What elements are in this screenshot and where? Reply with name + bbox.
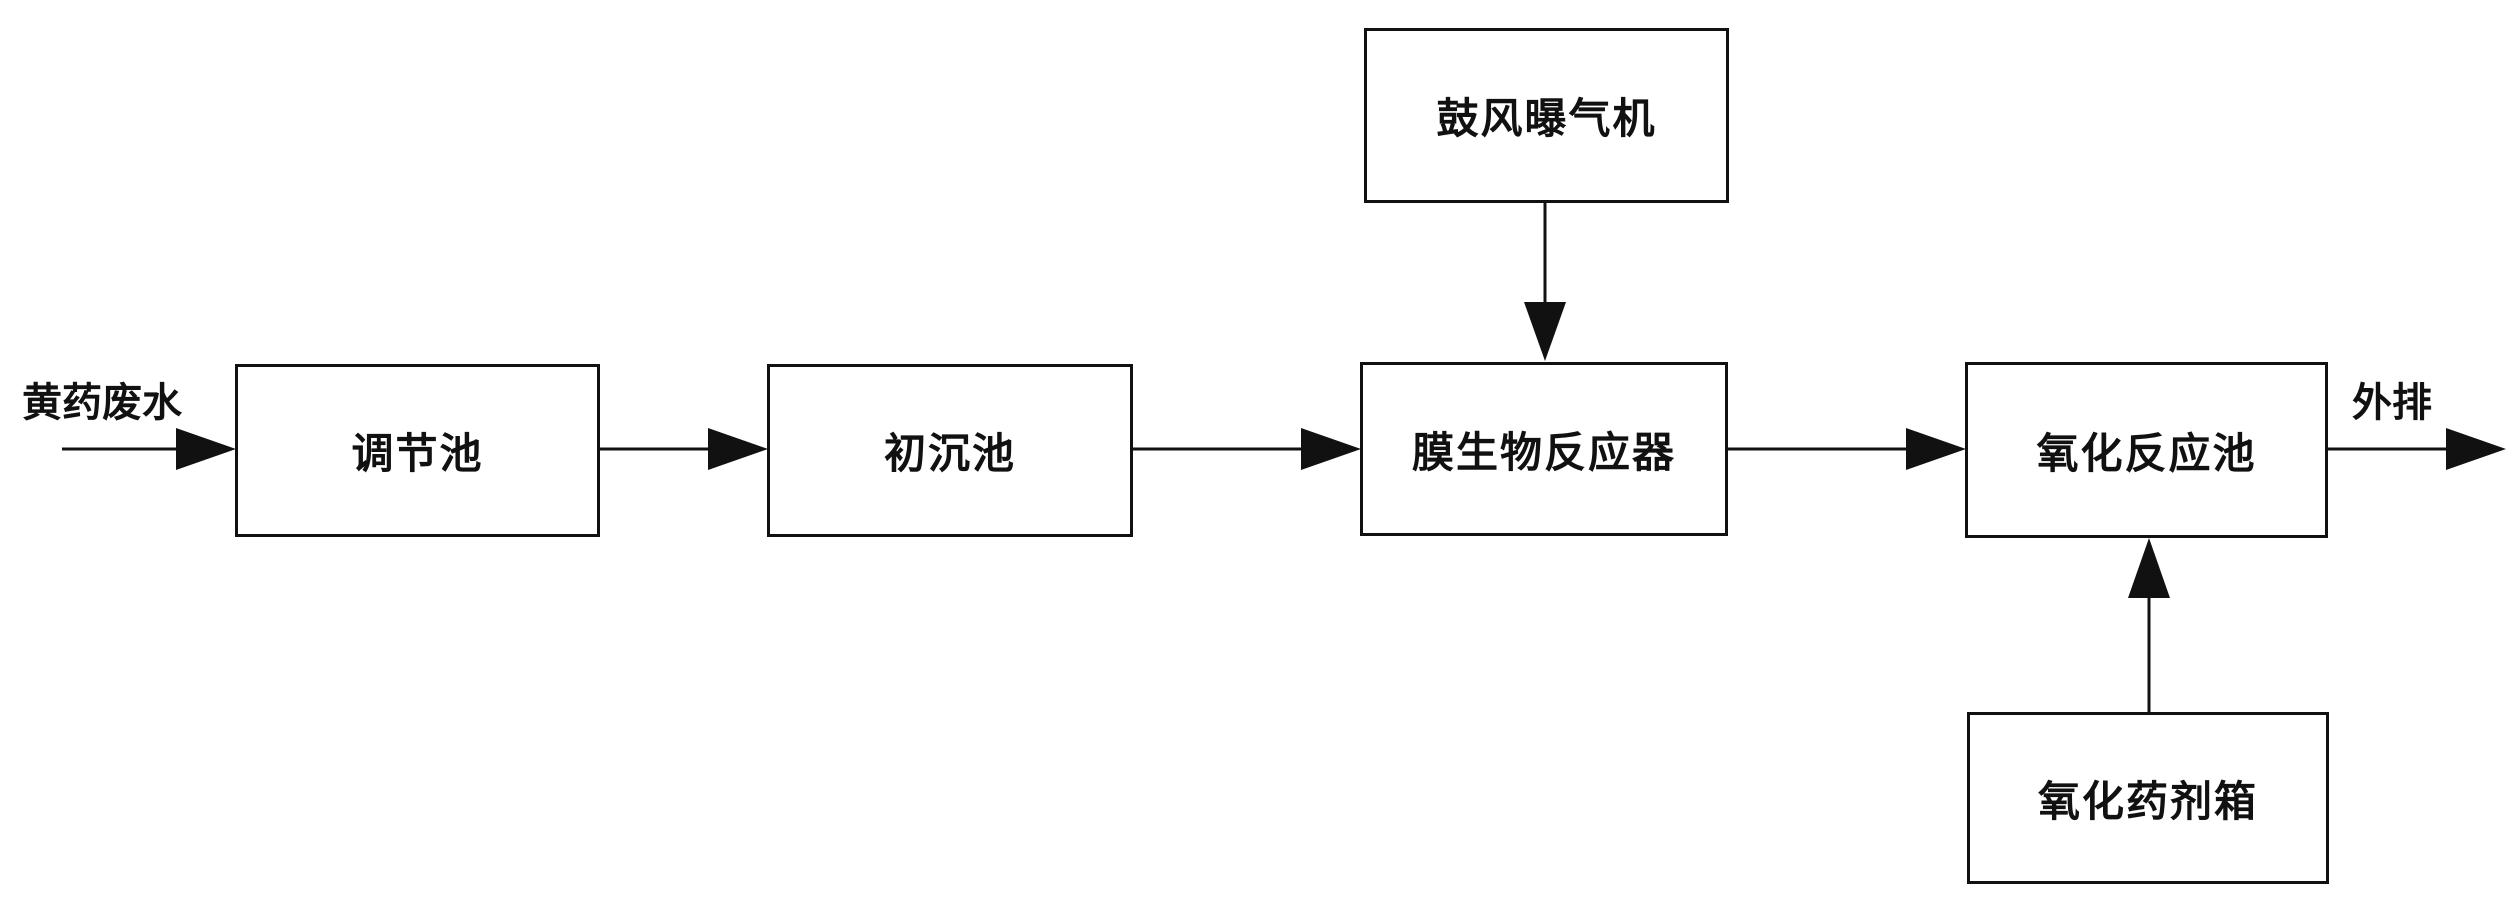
membrane-bioreactor-label: 膜生物反应器 xyxy=(1411,427,1676,477)
primary-settler-label: 初沉池 xyxy=(883,429,1016,478)
input-flow-arrowhead xyxy=(176,428,236,470)
dosing-arrowhead xyxy=(2128,538,2170,598)
flow-arrowhead-3 xyxy=(1906,428,1966,470)
blower-aerator-label: 鼓风曝气机 xyxy=(1436,94,1657,143)
regulating-tank-box: 调节池 xyxy=(235,364,600,537)
oxidant-dosing-box: 氧化药剂箱 xyxy=(1967,712,2329,884)
membrane-bioreactor-box: 膜生物反应器 xyxy=(1360,362,1728,536)
input-label: 黄药废水 xyxy=(22,380,182,426)
oxidation-tank-box: 氧化反应池 xyxy=(1965,362,2328,538)
regulating-tank-label: 调节池 xyxy=(351,429,484,478)
oxidant-dosing-label: 氧化药剂箱 xyxy=(2037,776,2258,826)
output-flow-arrowhead xyxy=(2446,428,2506,470)
aeration-arrowhead xyxy=(1524,302,1566,361)
flow-arrowhead-2 xyxy=(1301,428,1361,470)
blower-aerator-box: 鼓风曝气机 xyxy=(1364,28,1729,203)
oxidation-tank-label: 氧化反应池 xyxy=(2036,428,2257,478)
output-label: 外排 xyxy=(2352,380,2432,426)
primary-settler-box: 初沉池 xyxy=(767,364,1133,537)
flow-arrowhead-1 xyxy=(708,428,768,470)
